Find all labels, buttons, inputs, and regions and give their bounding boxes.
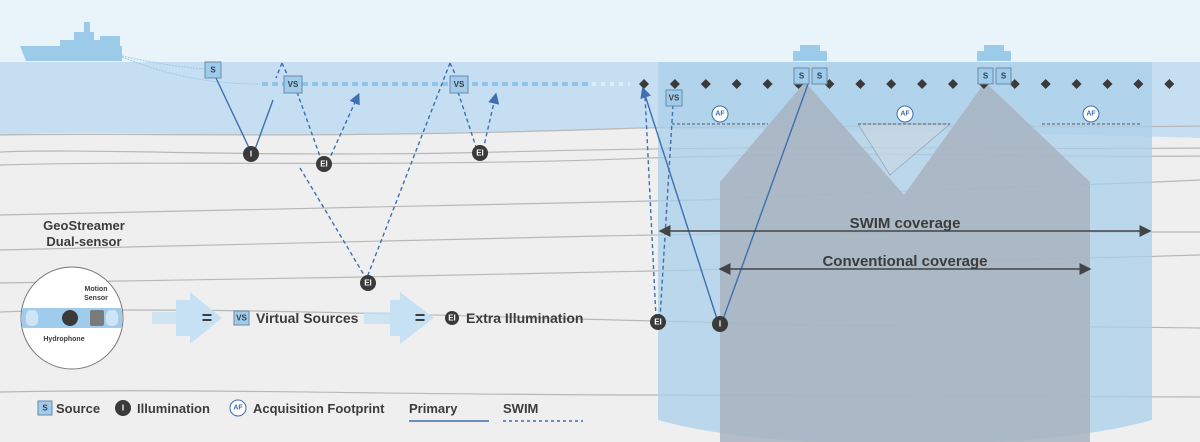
legend-illumination-label: Illumination	[137, 401, 210, 416]
legend-primary-label: Primary	[409, 401, 458, 416]
tow-line-streamer	[121, 56, 261, 85]
source-vessel-icon-1	[793, 45, 827, 61]
virtual-source-marker: VS	[283, 75, 303, 94]
illumination-marker: I	[243, 146, 259, 162]
svg-text:I: I	[250, 150, 252, 159]
svg-text:S: S	[1001, 72, 1007, 81]
receiver-node	[948, 79, 958, 89]
primary-rays	[215, 77, 809, 323]
receiver-node	[1133, 79, 1144, 89]
extra-illumination-marker: EI	[360, 275, 376, 291]
extra-illumination-marker: EI	[472, 145, 488, 161]
motion-sensor-label: Sensor	[84, 295, 108, 302]
equation-row: = VS Virtual Sources = EI Extra Illumina…	[152, 292, 583, 344]
svg-text:S: S	[799, 72, 805, 81]
survey-vessel-icon	[20, 22, 122, 61]
receiver-node	[1164, 79, 1175, 89]
geostreamer-title-line1: GeoStreamer	[43, 218, 125, 233]
svg-text:AF: AF	[900, 111, 910, 118]
svg-text:VS: VS	[669, 94, 680, 103]
legend-af-label: Acquisition Footprint	[253, 401, 385, 416]
virtual-source-marker: VS	[665, 89, 683, 107]
svg-text:EI: EI	[364, 279, 372, 288]
source-marker: S	[204, 61, 222, 79]
tow-line-source	[121, 55, 213, 70]
extra-illumination-marker: EI	[650, 314, 666, 330]
equals-sign: =	[202, 308, 213, 328]
hydrophone-icon	[62, 310, 78, 326]
receiver-node	[1040, 79, 1051, 89]
source-marker: S	[995, 67, 1012, 85]
vs-badge: VS	[236, 314, 247, 323]
equals-sign: =	[415, 308, 426, 328]
receiver-node	[639, 79, 649, 89]
receiver-nodes	[639, 79, 1175, 89]
legend: S Source I Illumination AF Acquisition F…	[37, 399, 583, 422]
acquisition-footprint-marker: AF	[711, 105, 729, 123]
legend-af-icon: AF	[233, 405, 243, 412]
source-vessel-icon-2	[977, 45, 1011, 61]
legend-source-label: Source	[56, 401, 100, 416]
svg-text:AF: AF	[1086, 111, 1096, 118]
illumination-marker: I	[712, 316, 728, 332]
acquisition-footprint-marker: AF	[896, 105, 914, 123]
extra-illumination-label: Extra Illumination	[466, 310, 583, 326]
arrow-icon	[390, 292, 434, 344]
virtual-source-marker: VS	[449, 75, 469, 94]
receiver-node	[1009, 79, 1020, 89]
receiver-node	[700, 79, 711, 89]
receiver-node	[917, 79, 928, 89]
conventional-coverage-label: Conventional coverage	[822, 253, 987, 270]
receiver-node	[855, 79, 866, 89]
receiver-node	[762, 79, 773, 89]
svg-text:EI: EI	[654, 318, 662, 327]
geostreamer-title-line2: Dual-sensor	[46, 234, 121, 249]
legend-swim-label: SWIM	[503, 401, 538, 416]
svg-text:S: S	[983, 72, 989, 81]
svg-text:AF: AF	[715, 111, 725, 118]
svg-text:S: S	[817, 72, 823, 81]
arrow-icon	[176, 292, 222, 344]
dual-sensor-magnifier: Motion Sensor Hydrophone	[20, 266, 124, 370]
receiver-node	[1102, 79, 1113, 89]
svg-text:VS: VS	[288, 80, 299, 89]
svg-text:EI: EI	[476, 149, 484, 158]
receiver-node	[669, 79, 680, 89]
svg-text:VS: VS	[454, 80, 465, 89]
motion-sensor-icon	[90, 310, 104, 326]
conventional-coverage-area	[720, 82, 1090, 442]
svg-text:I: I	[719, 320, 721, 329]
swim-rays	[275, 62, 674, 319]
source-marker: S	[811, 67, 828, 85]
acquisition-footprint-marker: AF	[1082, 105, 1100, 123]
swim-coverage-label: SWIM coverage	[850, 215, 961, 232]
source-marker: S	[977, 67, 994, 85]
receiver-node	[886, 79, 897, 89]
svg-text:S: S	[210, 66, 216, 75]
receiver-node	[1071, 79, 1082, 89]
virtual-sources-label: Virtual Sources	[256, 310, 359, 326]
motion-sensor-label: Motion	[85, 286, 108, 293]
receiver-node	[731, 79, 742, 89]
legend-illumination-icon: I	[122, 404, 124, 413]
extra-illumination-marker: EI	[316, 156, 332, 172]
hydrophone-label: Hydrophone	[43, 336, 84, 343]
svg-text:EI: EI	[320, 160, 328, 169]
ei-badge: EI	[448, 314, 456, 323]
legend-source-icon: S	[42, 404, 48, 413]
source-marker: S	[793, 67, 810, 85]
sky	[0, 0, 1200, 62]
